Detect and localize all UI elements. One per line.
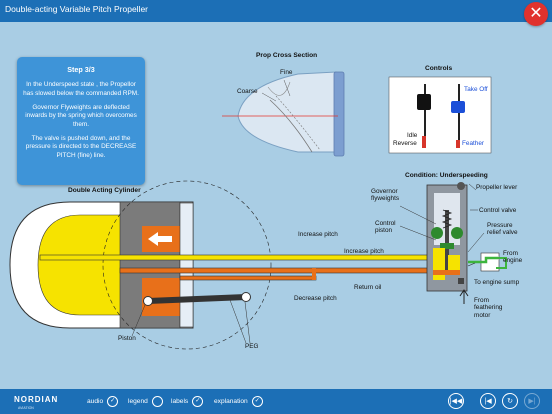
close-icon[interactable]: ✕ xyxy=(524,2,548,26)
audio-toggle[interactable]: audio ✓ xyxy=(87,396,119,407)
engine-sump-label: To engine sump xyxy=(474,279,520,286)
cylinder-heading: Double Acting Cylinder xyxy=(68,187,141,194)
controls-panel xyxy=(388,76,492,154)
feather-label: Feather xyxy=(462,140,485,147)
idle-label: Idle xyxy=(407,132,418,139)
relief-valve-label: Pressure relief valve xyxy=(487,222,518,237)
fine-label: Fine xyxy=(280,69,293,76)
feathering-motor-label: From feathering motor xyxy=(474,297,503,319)
explanation-panel: Step 3/3 In the Underspeed state , the P… xyxy=(17,57,145,185)
increase-pitch-label-2: Increase pitch xyxy=(344,248,384,255)
flyweights-label: Governor flyweights xyxy=(371,188,400,203)
legend-toggle[interactable]: legend xyxy=(128,396,163,407)
labels-toggle[interactable]: labels ✓ xyxy=(171,396,204,407)
replay-icon[interactable]: ↻ xyxy=(502,393,518,409)
increase-pitch-label-1: Increase pitch xyxy=(298,231,338,238)
previous-icon[interactable]: |◀ xyxy=(480,393,496,409)
legend-label: legend xyxy=(128,398,148,405)
app-title: Double-acting Variable Pitch Propeller xyxy=(5,4,149,14)
nordian-logo: NORDIAN xyxy=(14,395,59,404)
step-heading: Step 3/3 xyxy=(67,65,95,74)
system-diagram xyxy=(9,71,507,350)
check-icon: ✓ xyxy=(107,396,119,407)
propeller-lever-label: Propeller lever xyxy=(476,184,518,191)
prop-cross-section-heading: Prop Cross Section xyxy=(256,52,318,59)
governor-unit xyxy=(399,182,507,304)
decrease-pitch-label: Decrease pitch xyxy=(294,295,337,302)
first-icon[interactable]: |◀◀ xyxy=(448,393,464,409)
empty-circle-icon xyxy=(151,396,163,407)
check-icon: ✓ xyxy=(192,396,204,407)
coarse-label: Coarse xyxy=(237,88,258,95)
step-text-1: In the Underspeed state , the Propellor … xyxy=(23,81,139,97)
explanation-toggle[interactable]: explanation ✓ xyxy=(214,396,263,407)
bottom-toolbar: NORDIAN AVIATION audio ✓ legend labels ✓… xyxy=(0,389,552,414)
labels-label: labels xyxy=(171,398,189,405)
step-text-2: Governor Flyweights are deflected inward… xyxy=(25,104,137,128)
step-text-3: The valve is pushed down, and the pressu… xyxy=(25,135,137,159)
return-oil-label: Return oil xyxy=(354,284,382,291)
control-piston-label: Control piston xyxy=(375,220,396,235)
take-off-label: Take Off xyxy=(464,86,488,93)
logo-subtitle: AVIATION xyxy=(18,406,34,410)
control-valve-label: Control valve xyxy=(479,207,517,214)
double-acting-cylinder xyxy=(9,180,272,350)
reverse-label: Reverse xyxy=(393,140,417,147)
title-bar: Double-acting Variable Pitch Propeller xyxy=(0,0,552,22)
piston-label: Piston xyxy=(118,335,136,342)
prop-cross-section xyxy=(222,71,345,157)
next-icon[interactable]: ▶| xyxy=(524,393,540,409)
check-icon: ✓ xyxy=(251,396,263,407)
peg-label: PEG xyxy=(245,343,259,350)
controls-heading: Controls xyxy=(425,65,453,72)
explanation-label: explanation xyxy=(214,398,248,405)
from-engine-label: From engine xyxy=(503,250,523,265)
audio-label: audio xyxy=(87,398,104,405)
condition-heading: Condition: Underspeeding xyxy=(405,172,488,179)
